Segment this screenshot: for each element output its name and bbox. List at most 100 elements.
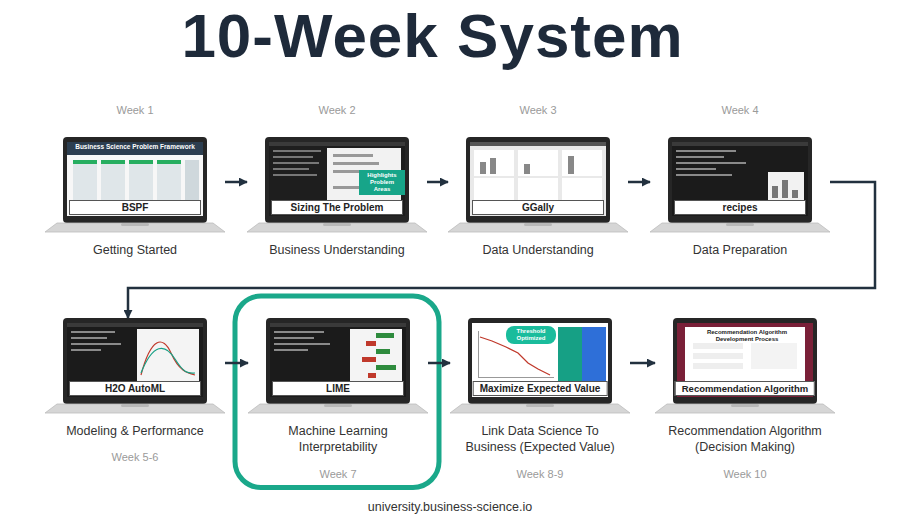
screen-content — [376, 349, 390, 354]
screen-content — [376, 365, 396, 370]
week-label: Week 1 — [116, 104, 153, 116]
screen-content — [751, 343, 797, 369]
flow-arrow — [427, 181, 448, 184]
screen-content — [772, 186, 778, 198]
title: 10-Week System — [0, 0, 865, 71]
screen-content — [157, 160, 181, 202]
step-caption: Link Data Science To Business (Expected … — [455, 423, 625, 456]
screen-content — [73, 160, 97, 202]
screen-content — [562, 178, 602, 200]
screen-content — [518, 150, 558, 176]
screen-content — [470, 142, 606, 146]
screen-content — [568, 156, 574, 174]
screen-content — [693, 343, 743, 349]
step-caption: Modeling & Performance — [66, 423, 204, 439]
step-caption: Recommendation Algorithm (Decision Makin… — [660, 423, 830, 456]
screen-content — [73, 160, 97, 164]
chart-line — [141, 348, 195, 373]
laptop-area: LIME — [248, 318, 428, 414]
screen-content — [274, 349, 308, 351]
screenshot-text: Threshold Optimized — [506, 326, 556, 344]
chart-line — [141, 342, 195, 375]
screen-content — [693, 353, 743, 359]
laptop-icon — [45, 318, 225, 413]
screen-content — [768, 172, 804, 200]
screen-content — [350, 329, 402, 383]
laptop-icon — [655, 318, 835, 413]
laptop-screen-frame — [63, 137, 207, 223]
laptop-area: H2O AutoML — [45, 318, 225, 414]
screen-content — [672, 142, 808, 216]
laptop-area: recipes — [650, 137, 830, 233]
week-label: Week 7 — [319, 468, 356, 480]
laptop-screen-frame — [673, 318, 817, 404]
flow-arrow — [628, 181, 650, 184]
laptop-step: H2O AutoMLModeling & PerformanceWeek 5-6 — [45, 318, 225, 463]
laptop-icon — [248, 318, 428, 413]
screen-content — [67, 142, 203, 216]
flow-arrow — [225, 181, 247, 184]
laptop-notch — [731, 404, 759, 407]
screen-content — [524, 164, 530, 174]
screen-content — [474, 150, 514, 176]
step-caption: Data Preparation — [693, 242, 788, 258]
laptop-base — [45, 223, 225, 232]
laptop-icon — [650, 137, 830, 232]
laptop-step: Week 1 BSPF Getting Started — [45, 104, 225, 258]
laptop-screen-frame — [466, 137, 610, 223]
screen-content — [676, 174, 732, 176]
flow-arrow — [428, 362, 450, 365]
screen-content — [558, 327, 582, 383]
step-caption: Machine Learning Interpretability — [253, 423, 423, 456]
screen-content — [782, 180, 788, 198]
laptop-base — [248, 404, 428, 413]
screen-content — [67, 323, 203, 327]
screen-label: BSPF — [69, 200, 201, 215]
week-label: Week 10 — [723, 468, 766, 480]
screen-content — [71, 343, 121, 345]
screen-content — [470, 142, 606, 216]
screen-content — [562, 150, 602, 176]
screen-content — [472, 323, 608, 397]
screen-content — [273, 150, 321, 152]
screen-label: H2O AutoML — [69, 381, 201, 396]
screen-content — [274, 331, 324, 333]
laptop-step: Week 3GGallyData Understanding — [448, 104, 628, 258]
screen-content — [274, 337, 314, 339]
screen-label: GGally — [472, 200, 604, 215]
screen-content — [672, 142, 808, 146]
screen-content — [518, 178, 558, 200]
screen-content — [101, 160, 125, 164]
screen-content — [490, 158, 496, 174]
screen-content — [270, 323, 406, 327]
laptop-step: Week 4recipesData Preparation — [650, 104, 830, 258]
highlight-box — [235, 296, 439, 488]
laptop-icon — [450, 318, 630, 413]
laptop-base — [247, 223, 427, 232]
flow-arrow — [225, 362, 248, 365]
laptop-notch — [726, 223, 754, 226]
laptop-step: Recommendation AlgorithmRecommendation A… — [655, 318, 835, 480]
laptop-notch — [121, 404, 149, 407]
screen-content — [270, 323, 406, 397]
screen-content — [333, 162, 379, 165]
screen-content — [474, 178, 514, 200]
laptop-area: BSPF — [45, 137, 225, 233]
laptop-screen-frame — [265, 137, 409, 223]
screen-content — [185, 160, 199, 202]
screen-label: Maximize Expected Value — [473, 381, 608, 396]
step-caption: Getting Started — [93, 242, 177, 258]
screen-content — [67, 142, 203, 155]
screen-content — [129, 160, 153, 202]
step-caption: Data Understanding — [482, 242, 593, 258]
laptop-screen-frame — [63, 318, 207, 404]
screen-content — [676, 168, 716, 170]
screen-content — [269, 142, 405, 216]
screen-label: LIME — [272, 381, 404, 396]
laptop-screen-frame — [266, 318, 410, 404]
screen-content — [366, 341, 376, 346]
laptop-base — [450, 404, 630, 413]
laptop-notch — [323, 223, 351, 226]
screen-content — [273, 156, 313, 158]
